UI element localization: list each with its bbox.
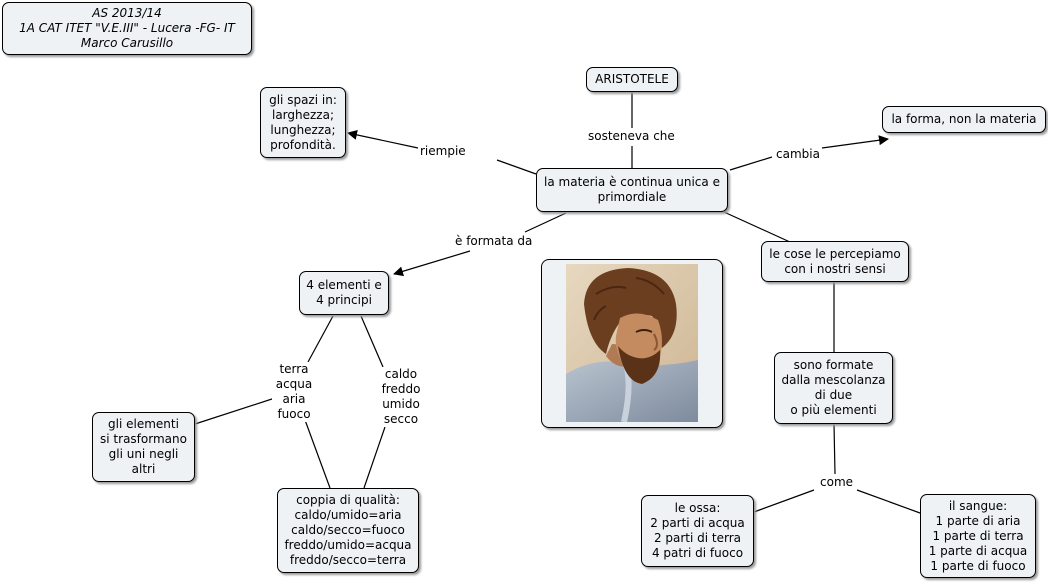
line-mescolanza-come <box>833 423 836 475</box>
link-label-qualita-list: caldo freddo umido secco <box>376 367 426 427</box>
line-elist-coppia <box>304 419 331 489</box>
node-percepiamo[interactable]: le cose le percepiamo con i nostri sensi <box>761 241 909 282</box>
link-label-cambia: cambia <box>774 147 822 162</box>
image-node[interactable] <box>541 259 723 428</box>
arrow-formata-elementi <box>393 250 471 277</box>
header-author: Marco Carusillo <box>80 36 174 50</box>
line-come-ossa <box>753 489 815 513</box>
line-elist-trasformano <box>194 397 276 425</box>
line-come-sangue <box>856 489 921 514</box>
node-elementi[interactable]: 4 elementi e 4 principi <box>299 271 389 315</box>
node-spazi[interactable]: gli spazi in: larghezza; lunghezza; prof… <box>260 87 346 158</box>
header-box: AS 2013/14 1A CAT ITET "V.E.III" - Lucer… <box>2 2 252 55</box>
line-qlist-coppia <box>363 426 386 489</box>
line-elementi-qlist <box>360 315 384 368</box>
link-label-elementi-list: terra acqua aria fuoco <box>272 362 316 422</box>
node-forma[interactable]: la forma, non la materia <box>882 106 1046 133</box>
header-year: AS 2013/14 <box>92 6 162 20</box>
arrow-cambia-forma <box>821 135 889 149</box>
node-trasformano[interactable]: gli elementi si trasformano gli uni negl… <box>92 412 195 482</box>
link-label-sosteneva: sosteneva che <box>586 129 677 144</box>
link-label-riempie: riempie <box>418 144 468 159</box>
link-label-come: come <box>818 475 856 490</box>
node-coppia[interactable]: coppia di qualità: caldo/umido=aria cald… <box>277 488 419 573</box>
node-ossa[interactable]: le ossa: 2 parti di acqua 2 parti di ter… <box>641 495 754 567</box>
line-elementi-elist <box>307 315 334 363</box>
arrow-riempie-spazi <box>347 129 419 149</box>
link-label-formata: è formata da <box>453 234 535 249</box>
header-school: 1A CAT ITET "V.E.III" - Lucera -FG- IT <box>19 21 235 35</box>
node-sangue[interactable]: il sangue: 1 parte di aria 1 parte di te… <box>920 494 1036 578</box>
line-materia-riempie <box>496 159 537 175</box>
node-aristotele[interactable]: ARISTOTELE <box>586 67 678 92</box>
node-materia[interactable]: la materia è continua unica e primordial… <box>536 168 728 212</box>
line-materia-formata <box>524 212 567 233</box>
aristotle-portrait-image <box>566 264 698 422</box>
node-mescolanza[interactable]: sono formate dalla mescolanza di due o p… <box>774 352 893 424</box>
line-materia-cambia <box>729 156 773 171</box>
line-materia-percepiamo <box>723 211 791 243</box>
